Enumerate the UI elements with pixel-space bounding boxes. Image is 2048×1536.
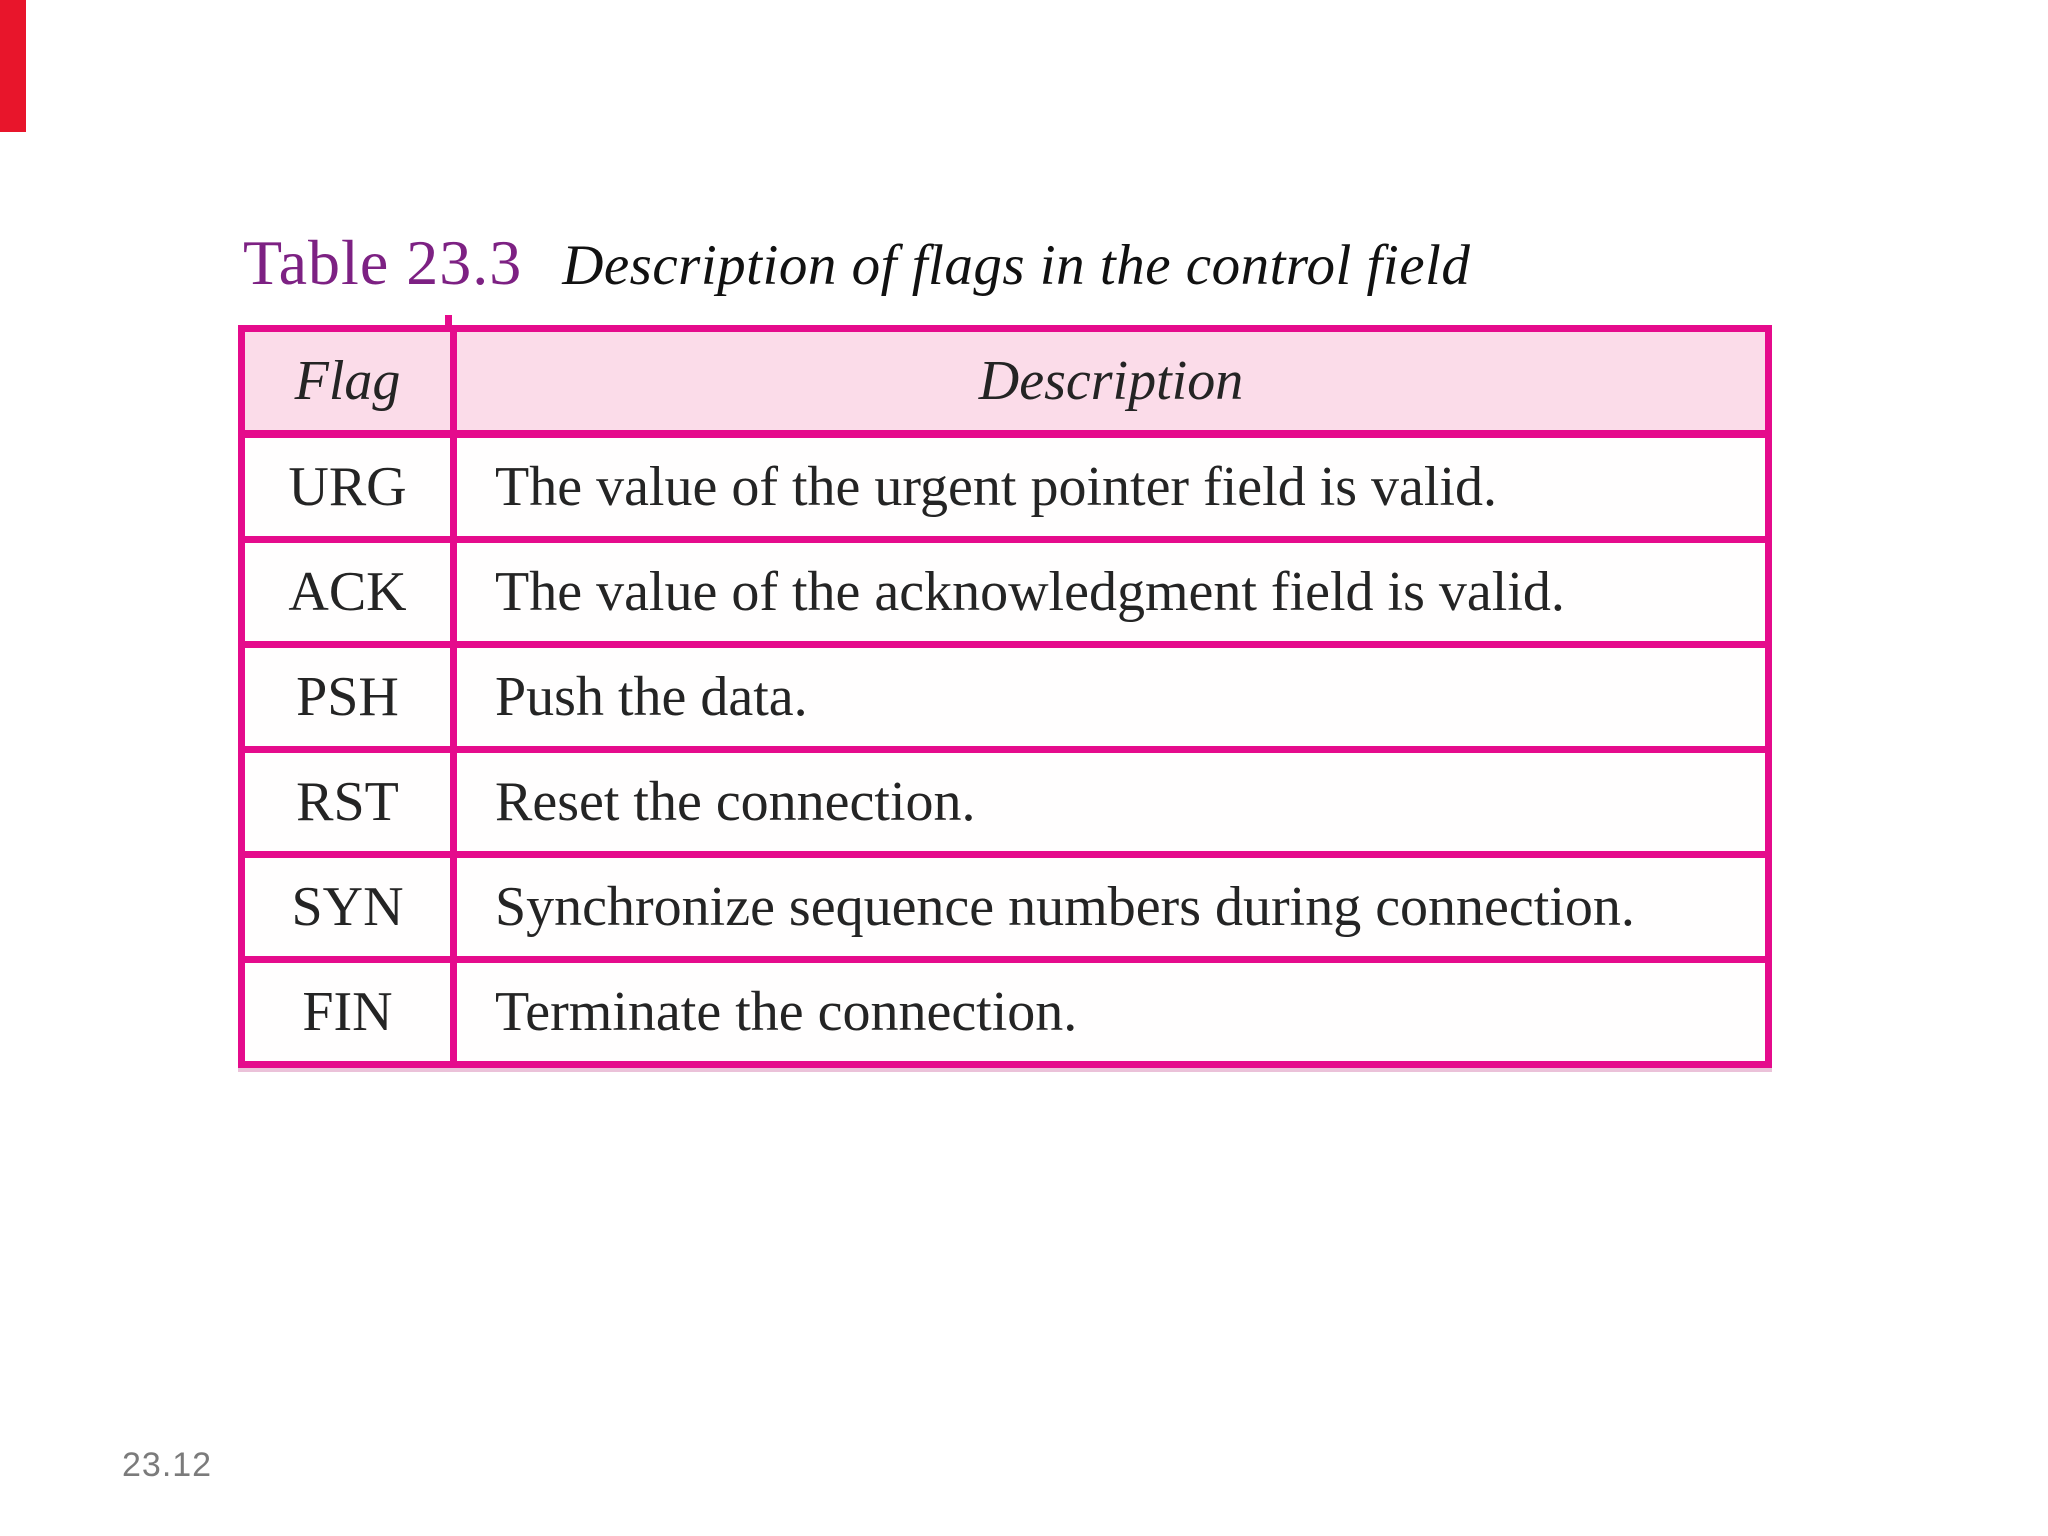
- flag-cell: FIN: [238, 956, 457, 1068]
- table-row: SYN Synchronize sequence numbers during …: [238, 851, 1772, 963]
- table-caption: Description of flags in the control fiel…: [562, 234, 1471, 297]
- table-header-row: Flag Description: [238, 325, 1772, 438]
- page-number: 23.12: [122, 1446, 213, 1484]
- description-cell: The value of the acknowledgment field is…: [450, 536, 1772, 648]
- flag-cell: PSH: [238, 641, 457, 753]
- table-row: PSH Push the data.: [238, 641, 1772, 753]
- table-row: URG The value of the urgent pointer fiel…: [238, 430, 1772, 543]
- flag-cell: URG: [238, 430, 457, 543]
- table-row: RST Reset the connection.: [238, 746, 1772, 858]
- flag-cell: SYN: [238, 851, 457, 963]
- column-header-description: Description: [450, 325, 1772, 438]
- description-cell: Push the data.: [450, 641, 1772, 753]
- table-number-label: Table 23.3: [243, 227, 523, 298]
- table-row: ACK The value of the acknowledgment fiel…: [238, 536, 1772, 648]
- description-cell: Synchronize sequence numbers during conn…: [450, 851, 1772, 963]
- column-divider-tick: [445, 315, 452, 329]
- flag-cell: ACK: [238, 536, 457, 648]
- column-header-flag: Flag: [238, 325, 457, 438]
- description-cell: Terminate the connection.: [450, 956, 1772, 1068]
- description-cell: Reset the connection.: [450, 746, 1772, 858]
- slide-title: Table 23.3 Description of flags in the c…: [243, 226, 1470, 300]
- description-cell: The value of the urgent pointer field is…: [450, 430, 1772, 543]
- flags-table: Flag Description URG The value of the ur…: [238, 325, 1772, 1068]
- red-edge-bar: [0, 0, 26, 132]
- flag-cell: RST: [238, 746, 457, 858]
- table-row: FIN Terminate the connection.: [238, 956, 1772, 1068]
